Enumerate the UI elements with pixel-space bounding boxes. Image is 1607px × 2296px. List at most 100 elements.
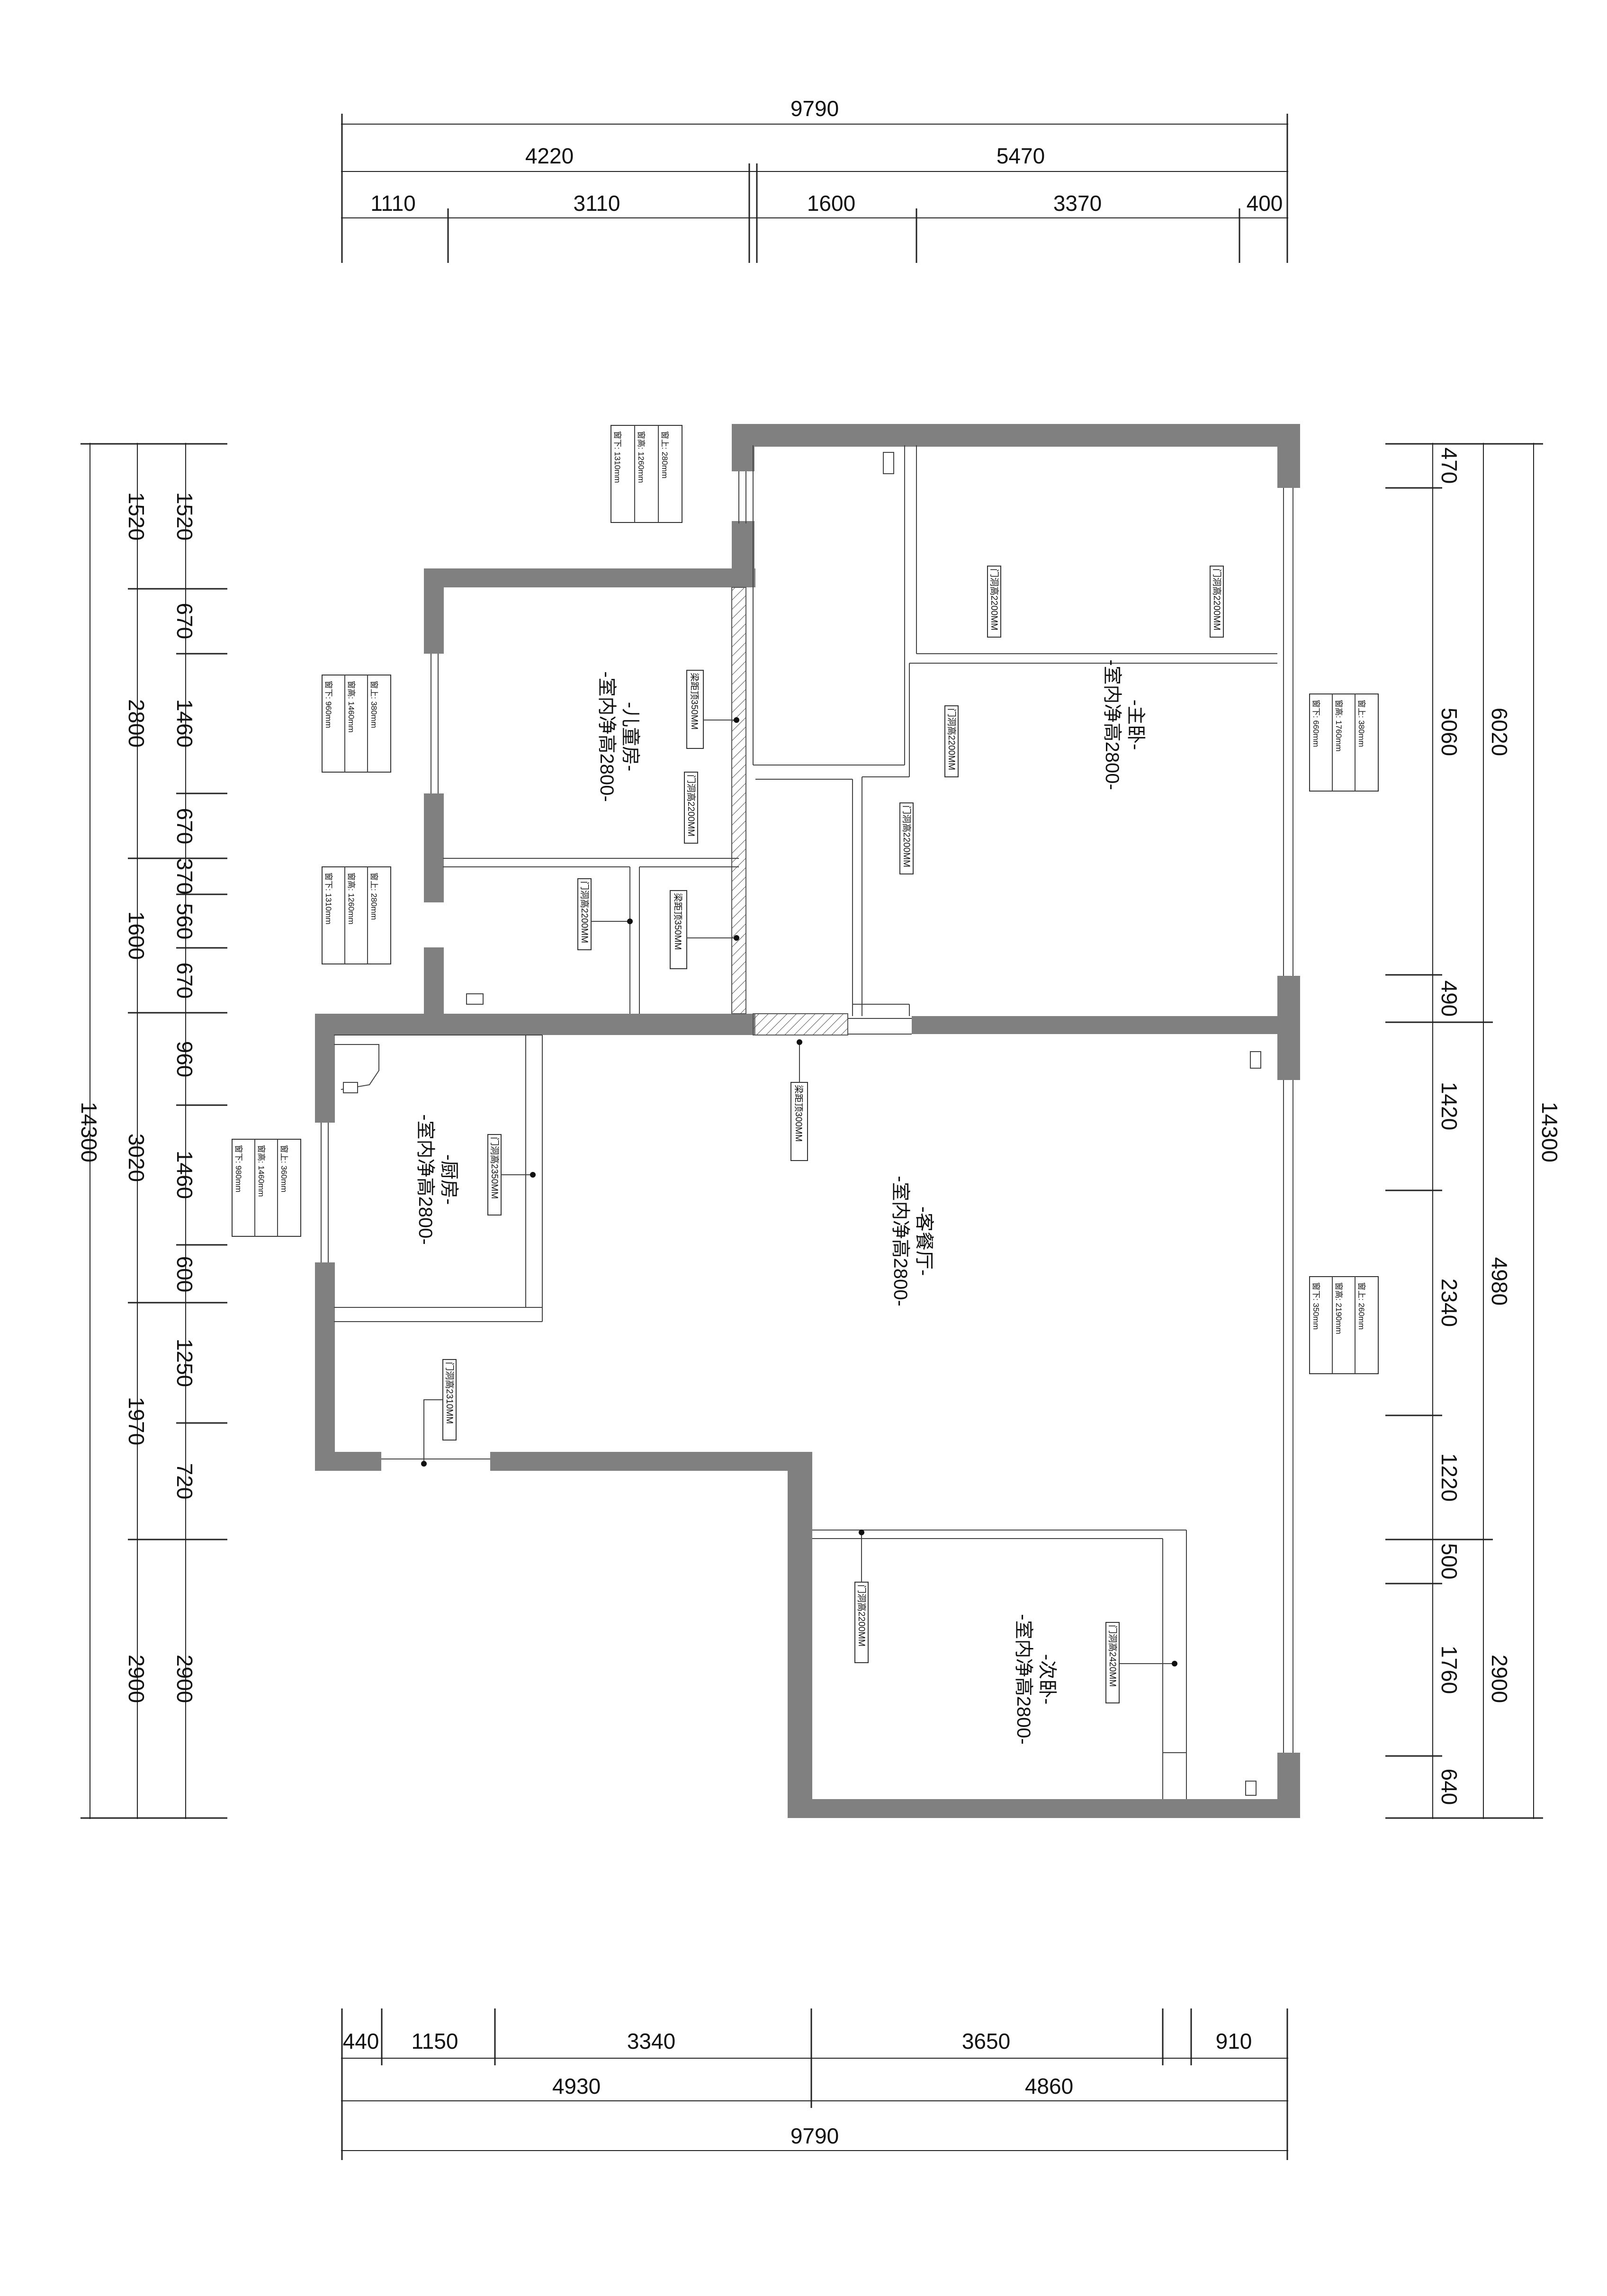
top-dimension-chain: 9790 4220 5470 1110 3110 1600 3370 400 bbox=[341, 96, 1288, 263]
right-seg-dim-2: 5060 bbox=[1437, 708, 1462, 756]
svg-text:窗下: 1310mm: 窗下: 1310mm bbox=[613, 431, 622, 483]
right-total-dim: 14300 bbox=[1537, 1102, 1562, 1162]
bottom-seg-dim-1: 440 bbox=[343, 2029, 379, 2053]
living-room-height: -室内净高2800- bbox=[890, 1176, 911, 1306]
window-tables: 窗上: 280mm 窗高: 1260mm 窗下: 1310mm 窗上: 380m… bbox=[232, 425, 1379, 1374]
top-mid-dim-2: 5470 bbox=[997, 144, 1045, 168]
left-seg-dim-7: 670 bbox=[172, 963, 197, 999]
door-tag-children: 门洞高2200MM bbox=[686, 774, 696, 837]
door-beam-tags: 门洞高2200MM 门洞高2200MM 门洞高2200MM 门洞高2200MM … bbox=[421, 566, 1224, 1703]
left-seg-dim-11: 1250 bbox=[172, 1339, 197, 1387]
window-table-1: 窗上: 280mm 窗高: 1260mm 窗下: 1310mm bbox=[610, 425, 682, 523]
right-seg-dim-4: 1420 bbox=[1437, 1082, 1462, 1130]
window-table-4: 窗上: 360mm 窗高: 1460mm 窗下: 980mm bbox=[232, 1139, 301, 1237]
room-labels: -儿童房- -室内净高2800- -主卧- -室内净高2800- -厨房- -室… bbox=[415, 659, 1146, 1745]
svg-text:窗高: 1460mm: 窗高: 1460mm bbox=[347, 681, 356, 733]
svg-text:窗下: 350mm: 窗下: 350mm bbox=[1311, 1282, 1320, 1330]
left-seg-dim-1: 1520 bbox=[172, 492, 197, 540]
left-seg-dim-4: 670 bbox=[172, 808, 197, 845]
top-seg-dim-3: 1600 bbox=[807, 191, 855, 216]
window-table-5: 窗上: 380mm 窗高: 1760mm 窗下: 660mm bbox=[1309, 693, 1379, 792]
right-seg-dim-9: 640 bbox=[1437, 1769, 1462, 1805]
left-seg-dim-13: 2900 bbox=[172, 1655, 197, 1703]
svg-text:窗下: 660mm: 窗下: 660mm bbox=[1311, 700, 1320, 747]
door-tag-master-2: 门洞高2200MM bbox=[1212, 568, 1222, 630]
left-mid-dim-6: 2900 bbox=[124, 1655, 149, 1703]
left-seg-dim-10: 600 bbox=[172, 1256, 197, 1293]
right-dimension-chain: 470 5060 490 1420 2340 1220 500 1760 640… bbox=[1385, 443, 1562, 1819]
top-total-dim: 9790 bbox=[790, 96, 839, 121]
right-seg-dim-6: 1220 bbox=[1437, 1453, 1462, 1502]
children-room-height: -室内净高2800- bbox=[596, 671, 617, 802]
right-mid-dim-2: 4980 bbox=[1487, 1257, 1512, 1306]
bottom-seg-dim-4: 3650 bbox=[962, 2029, 1010, 2053]
svg-text:窗高: 1260mm: 窗高: 1260mm bbox=[637, 431, 646, 483]
left-seg-dim-8: 960 bbox=[172, 1041, 197, 1078]
right-seg-dim-8: 1760 bbox=[1437, 1646, 1462, 1694]
left-dimension-chain: 14300 1520 2800 1600 3020 1970 2900 1520… bbox=[77, 443, 227, 1819]
left-seg-dim-3: 1460 bbox=[172, 699, 197, 747]
right-seg-dim-5: 2340 bbox=[1437, 1279, 1462, 1327]
door-tag-master-3: 门洞高2200MM bbox=[946, 708, 957, 770]
door-tag-small-room: 门洞高2200MM bbox=[579, 881, 590, 943]
right-seg-dim-1: 470 bbox=[1437, 448, 1462, 484]
svg-text:窗下: 980mm: 窗下: 980mm bbox=[234, 1145, 243, 1192]
top-mid-dim-1: 4220 bbox=[525, 144, 574, 168]
second-bedroom-height: -室内净高2800- bbox=[1013, 1614, 1034, 1745]
door-tag-entrance: 门洞高2310MM bbox=[444, 1362, 455, 1424]
exterior-walls bbox=[315, 424, 1300, 1818]
right-seg-dim-7: 500 bbox=[1437, 1543, 1462, 1580]
bottom-total-dim: 9790 bbox=[790, 2124, 839, 2148]
bottom-mid-dim-1: 4930 bbox=[552, 2074, 601, 2098]
right-mid-dim-3: 2900 bbox=[1487, 1655, 1512, 1703]
left-mid-dim-4: 3020 bbox=[124, 1134, 149, 1182]
left-mid-dim-3: 1600 bbox=[124, 911, 149, 960]
door-tag-kitchen: 门洞高2350MM bbox=[489, 1137, 500, 1199]
interior-partitions bbox=[321, 445, 1293, 1799]
left-mid-dim-5: 1970 bbox=[124, 1397, 149, 1445]
svg-text:窗下: 1310mm: 窗下: 1310mm bbox=[324, 873, 333, 925]
master-room-height: -室内净高2800- bbox=[1102, 659, 1122, 790]
svg-text:窗上: 280mm: 窗上: 280mm bbox=[369, 873, 378, 920]
beam-tag-living: 梁距顶300MM bbox=[793, 1085, 804, 1142]
svg-text:窗高: 2190mm: 窗高: 2190mm bbox=[1334, 1282, 1343, 1334]
beam-hatch bbox=[731, 587, 848, 1035]
svg-text:窗高: 1460mm: 窗高: 1460mm bbox=[257, 1145, 266, 1197]
door-tag-master-4: 门洞高2200MM bbox=[901, 805, 912, 867]
kitchen-height: -室内净高2800- bbox=[415, 1114, 436, 1245]
left-mid-dim-1: 1520 bbox=[124, 492, 149, 540]
door-tag-master-1: 门洞高2200MM bbox=[989, 568, 999, 630]
children-room-name: -儿童房- bbox=[620, 702, 641, 772]
svg-text:窗上: 280mm: 窗上: 280mm bbox=[660, 431, 669, 478]
left-mid-dim-2: 2800 bbox=[124, 699, 149, 747]
fixtures bbox=[343, 452, 1261, 1796]
door-tag-second-1: 门洞高2200MM bbox=[856, 1585, 867, 1647]
left-seg-dim-5: 370 bbox=[172, 858, 197, 895]
svg-text:窗上: 380mm: 窗上: 380mm bbox=[369, 681, 378, 728]
living-room-name: -客餐厅- bbox=[914, 1207, 934, 1276]
right-seg-dim-3: 490 bbox=[1437, 981, 1462, 1017]
top-seg-dim-5: 400 bbox=[1247, 191, 1283, 216]
window-table-6: 窗上: 260mm 窗高: 2190mm 窗下: 350mm bbox=[1309, 1276, 1379, 1374]
left-seg-dim-2: 670 bbox=[172, 603, 197, 639]
svg-text:窗高: 1760mm: 窗高: 1760mm bbox=[1334, 700, 1343, 752]
beam-tag-small-room: 梁距顶350MM bbox=[673, 893, 683, 950]
svg-text:窗高: 1260mm: 窗高: 1260mm bbox=[347, 873, 356, 925]
left-total-dim: 14300 bbox=[77, 1102, 101, 1162]
bottom-seg-dim-2: 1150 bbox=[412, 2029, 458, 2053]
bottom-dimension-chain: 440 1150 3340 3650 910 4930 4860 9790 bbox=[341, 2008, 1288, 2160]
top-seg-dim-4: 3370 bbox=[1053, 191, 1102, 216]
bottom-seg-dim-3: 3340 bbox=[627, 2029, 675, 2053]
door-tag-second-2: 门洞高2420MM bbox=[1107, 1625, 1118, 1687]
second-bedroom-name: -次卧- bbox=[1037, 1654, 1058, 1705]
svg-text:窗上: 380mm: 窗上: 380mm bbox=[1357, 700, 1366, 747]
top-seg-dim-2: 3110 bbox=[574, 191, 620, 216]
kitchen-name: -厨房- bbox=[439, 1154, 459, 1205]
svg-text:窗下: 960mm: 窗下: 960mm bbox=[324, 681, 333, 728]
bottom-seg-dim-5: 910 bbox=[1216, 2029, 1252, 2053]
left-seg-dim-6: 560 bbox=[172, 903, 197, 940]
window-table-3: 窗上: 280mm 窗高: 1260mm 窗下: 1310mm bbox=[322, 866, 391, 964]
svg-text:窗上: 260mm: 窗上: 260mm bbox=[1357, 1282, 1366, 1330]
bottom-mid-dim-2: 4860 bbox=[1025, 2074, 1073, 2098]
